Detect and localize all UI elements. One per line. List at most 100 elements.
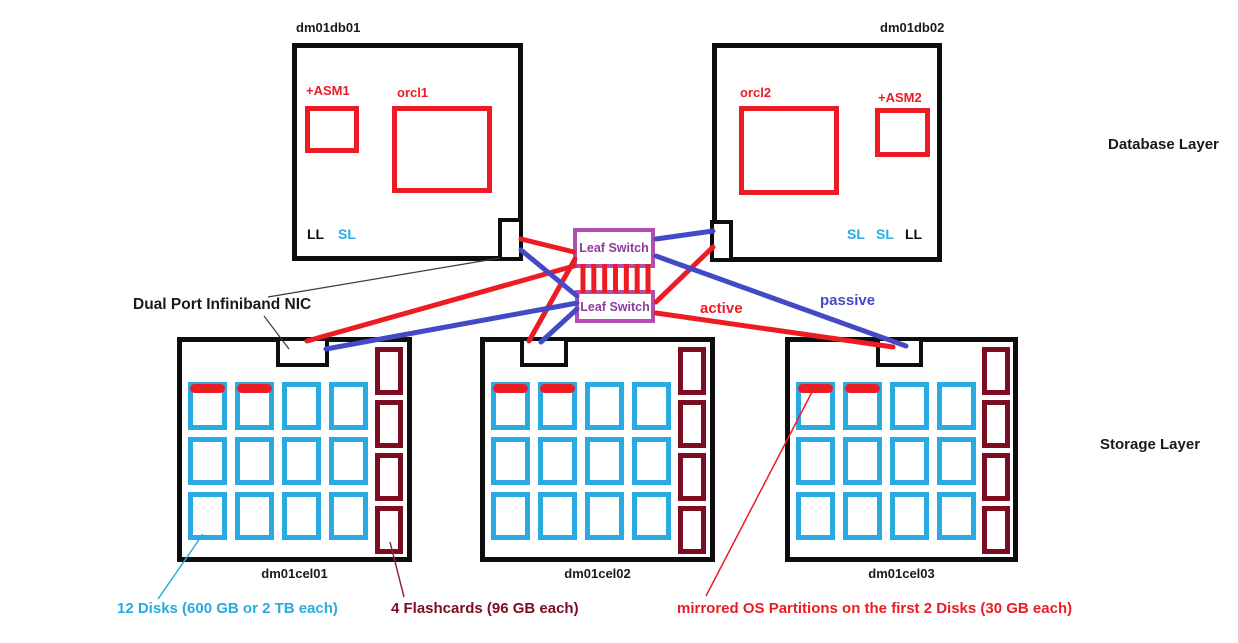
db-server-1-name: dm01db01 bbox=[296, 20, 361, 35]
orcl2-box bbox=[739, 106, 839, 195]
disk bbox=[282, 437, 321, 485]
asm2-box bbox=[875, 108, 930, 157]
db1-infiniband-nic bbox=[498, 218, 523, 261]
disk bbox=[796, 382, 835, 430]
cel1-disk-grid bbox=[188, 382, 368, 540]
leaf-switch-upper-label: Leaf Switch bbox=[579, 241, 649, 255]
database-layer-label: Database Layer bbox=[1108, 136, 1219, 153]
flashcard bbox=[678, 506, 706, 554]
orcl2-label: orcl2 bbox=[740, 85, 772, 100]
disk bbox=[937, 382, 976, 430]
cel2-flashcard-column bbox=[678, 347, 706, 554]
disk bbox=[585, 437, 624, 485]
flashcard bbox=[375, 347, 403, 395]
asm2-label: +ASM2 bbox=[878, 90, 922, 105]
disk bbox=[538, 492, 577, 540]
cel2-infiniband-nic bbox=[520, 337, 568, 367]
db2-port-LL: LL bbox=[905, 226, 923, 242]
disk bbox=[632, 437, 671, 485]
disk bbox=[188, 437, 227, 485]
storage-cell-2-name: dm01cel02 bbox=[564, 566, 631, 581]
disk bbox=[890, 382, 929, 430]
db-server-2-name: dm01db02 bbox=[880, 20, 945, 35]
flashcard bbox=[982, 400, 1010, 448]
db1-port-LL: LL bbox=[307, 226, 325, 242]
storage-cell-3-name: dm01cel03 bbox=[868, 566, 935, 581]
leaf-switch-lower: Leaf Switch bbox=[575, 290, 655, 323]
disk bbox=[937, 437, 976, 485]
disk bbox=[329, 437, 368, 485]
disk bbox=[843, 437, 882, 485]
disk bbox=[796, 492, 835, 540]
disk bbox=[329, 382, 368, 430]
flashcard bbox=[678, 400, 706, 448]
storage-layer-label: Storage Layer bbox=[1100, 436, 1201, 453]
dual-port-infiniband-nic-label: Dual Port Infiniband NIC bbox=[133, 296, 312, 313]
wire-db2-active bbox=[653, 244, 716, 305]
passive-label: passive bbox=[820, 292, 876, 309]
cel3-disk-grid bbox=[796, 382, 976, 540]
wire-db1-passive bbox=[518, 247, 580, 299]
active-label: active bbox=[700, 300, 743, 317]
wire-db2-passive bbox=[653, 228, 716, 242]
disk bbox=[188, 492, 227, 540]
flashcard bbox=[375, 453, 403, 501]
cel3-flashcard-column bbox=[982, 347, 1010, 554]
disk bbox=[632, 382, 671, 430]
flashcards-annotation: 4 Flashcards (96 GB each) bbox=[391, 600, 579, 617]
disk bbox=[491, 492, 530, 540]
flashcard bbox=[678, 453, 706, 501]
disk bbox=[491, 382, 530, 430]
disk bbox=[282, 382, 321, 430]
disk bbox=[843, 382, 882, 430]
disk bbox=[235, 492, 274, 540]
wire-db1-active bbox=[518, 236, 577, 255]
os-partition-bar bbox=[493, 384, 528, 393]
disk bbox=[890, 437, 929, 485]
flashcard bbox=[982, 347, 1010, 395]
os-partition-bar bbox=[798, 384, 833, 393]
wire-cel2-active bbox=[526, 256, 578, 344]
disk bbox=[632, 492, 671, 540]
db2-port-SL-1: SL bbox=[847, 226, 865, 242]
disk bbox=[235, 382, 274, 430]
flashcard bbox=[982, 506, 1010, 554]
leaf-switch-lower-label: Leaf Switch bbox=[580, 299, 650, 314]
disk bbox=[796, 437, 835, 485]
disk bbox=[235, 437, 274, 485]
disk bbox=[329, 492, 368, 540]
disk bbox=[282, 492, 321, 540]
storage-cell-1-name: dm01cel01 bbox=[261, 566, 328, 581]
disks-annotation: 12 Disks (600 GB or 2 TB each) bbox=[117, 600, 338, 617]
flashcard bbox=[375, 506, 403, 554]
cel1-infiniband-nic bbox=[276, 337, 329, 367]
asm1-label: +ASM1 bbox=[306, 83, 350, 98]
disk bbox=[538, 382, 577, 430]
leaf-switch-upper: Leaf Switch bbox=[573, 228, 655, 268]
disk bbox=[585, 382, 624, 430]
cel2-disk-grid bbox=[491, 382, 671, 540]
cel3-infiniband-nic bbox=[876, 337, 923, 367]
os-partition-bar bbox=[237, 384, 272, 393]
flashcard bbox=[982, 453, 1010, 501]
disk bbox=[491, 437, 530, 485]
os-partition-bar bbox=[845, 384, 880, 393]
pointer-nic-to-db1 bbox=[267, 257, 501, 298]
db2-port-SL-2: SL bbox=[876, 226, 894, 242]
flashcard bbox=[678, 347, 706, 395]
os-partitions-annotation: mirrored OS Partitions on the first 2 Di… bbox=[677, 600, 1073, 617]
db2-infiniband-nic bbox=[710, 220, 733, 262]
wire-cel1-active bbox=[304, 263, 577, 344]
flashcard bbox=[375, 400, 403, 448]
asm1-box bbox=[305, 106, 359, 153]
disk bbox=[188, 382, 227, 430]
os-partition-bar bbox=[540, 384, 575, 393]
disk bbox=[538, 437, 577, 485]
switch-interconnect bbox=[580, 264, 651, 293]
disk bbox=[585, 492, 624, 540]
os-partition-bar bbox=[190, 384, 225, 393]
disk bbox=[843, 492, 882, 540]
orcl1-label: orcl1 bbox=[397, 85, 429, 100]
orcl1-box bbox=[392, 106, 492, 193]
